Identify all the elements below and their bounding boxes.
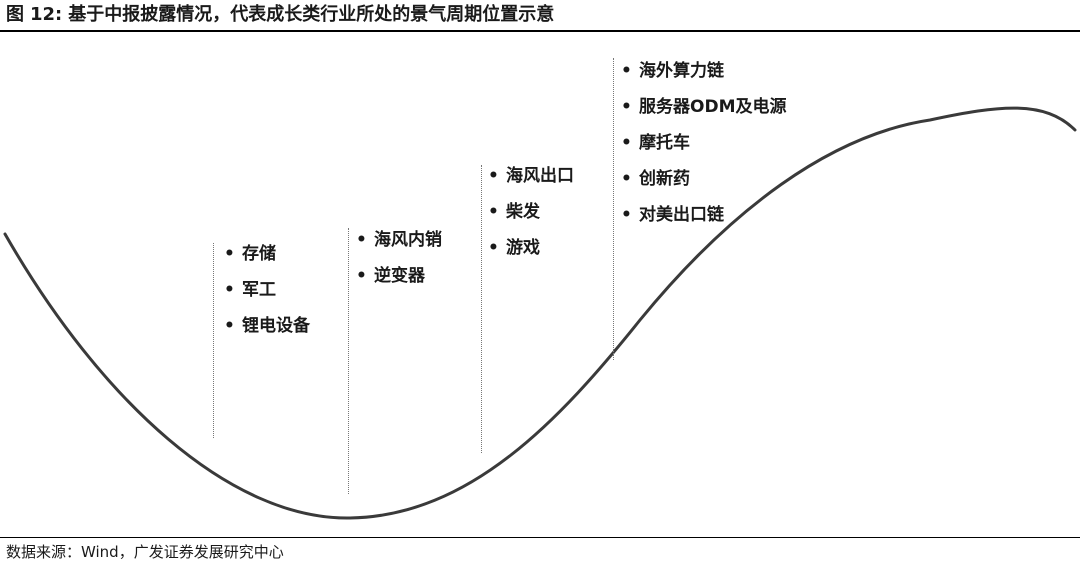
bullet-icon: •: [621, 133, 632, 153]
list-item: • 海风出口: [488, 158, 574, 194]
industry-label: 海风内销: [374, 230, 442, 250]
list-item: • 创新药: [621, 161, 786, 197]
industry-label: 军工: [242, 280, 276, 300]
figure-number: 12:: [30, 4, 63, 25]
list-item: • 逆变器: [356, 258, 442, 294]
list-item: • 摩托车: [621, 125, 786, 161]
list-item: • 服务器ODM及电源: [621, 89, 786, 125]
stage-3-divider: [481, 165, 482, 453]
bullet-icon: •: [224, 316, 235, 336]
list-item: • 军工: [224, 272, 310, 308]
industry-label: 存储: [242, 244, 276, 264]
bullet-icon: •: [488, 166, 499, 186]
industry-label: 柴发: [506, 202, 540, 222]
list-item: • 对美出口链: [621, 197, 786, 233]
industry-label: 逆变器: [374, 266, 425, 286]
stage-1-divider: [213, 243, 214, 438]
bullet-icon: •: [621, 61, 632, 81]
stage-2-divider: [348, 228, 349, 494]
list-item: • 海风内销: [356, 222, 442, 258]
figure-label: 图: [6, 4, 24, 25]
bullet-icon: •: [621, 97, 632, 117]
figure-title: 图 12:基于中报披露情况，代表成长类行业所处的景气周期位置示意: [6, 2, 560, 28]
list-item: • 存储: [224, 236, 310, 272]
source-note: 数据来源：Wind，广发证券发展研究中心: [6, 543, 284, 561]
bullet-icon: •: [356, 230, 367, 250]
list-item: • 海外算力链: [621, 53, 786, 89]
bullet-icon: •: [621, 169, 632, 189]
industry-label: 对美出口链: [639, 205, 724, 225]
bullet-icon: •: [224, 280, 235, 300]
industry-label: 创新药: [639, 169, 690, 189]
industry-label: 海外算力链: [639, 61, 724, 81]
list-item: • 锂电设备: [224, 308, 310, 344]
list-item: • 游戏: [488, 230, 574, 266]
industry-label: 摩托车: [639, 133, 690, 153]
figure-title-text: 基于中报披露情况，代表成长类行业所处的景气周期位置示意: [68, 4, 555, 25]
stage-4-list: • 海外算力链 • 服务器ODM及电源 • 摩托车 • 创新药 • 对美出口链: [621, 53, 786, 233]
top-rule: [0, 30, 1080, 32]
list-item: • 柴发: [488, 194, 574, 230]
bullet-icon: •: [224, 244, 235, 264]
industry-label: 海风出口: [506, 166, 574, 186]
stage-1-list: • 存储 • 军工 • 锂电设备: [224, 236, 310, 344]
bottom-rule: [0, 537, 1080, 538]
bullet-icon: •: [488, 202, 499, 222]
cycle-curve-line: [3, 106, 1077, 520]
bullet-icon: •: [356, 266, 367, 286]
stage-4-divider: [613, 58, 614, 360]
bullet-icon: •: [621, 205, 632, 225]
business-cycle-curve: [3, 106, 1077, 520]
stage-2-list: • 海风内销 • 逆变器: [356, 222, 442, 294]
stage-3-list: • 海风出口 • 柴发 • 游戏: [488, 158, 574, 266]
bullet-icon: •: [488, 238, 499, 258]
industry-label: 游戏: [506, 238, 540, 258]
industry-label: 服务器ODM及电源: [639, 97, 787, 117]
industry-label: 锂电设备: [242, 316, 310, 336]
